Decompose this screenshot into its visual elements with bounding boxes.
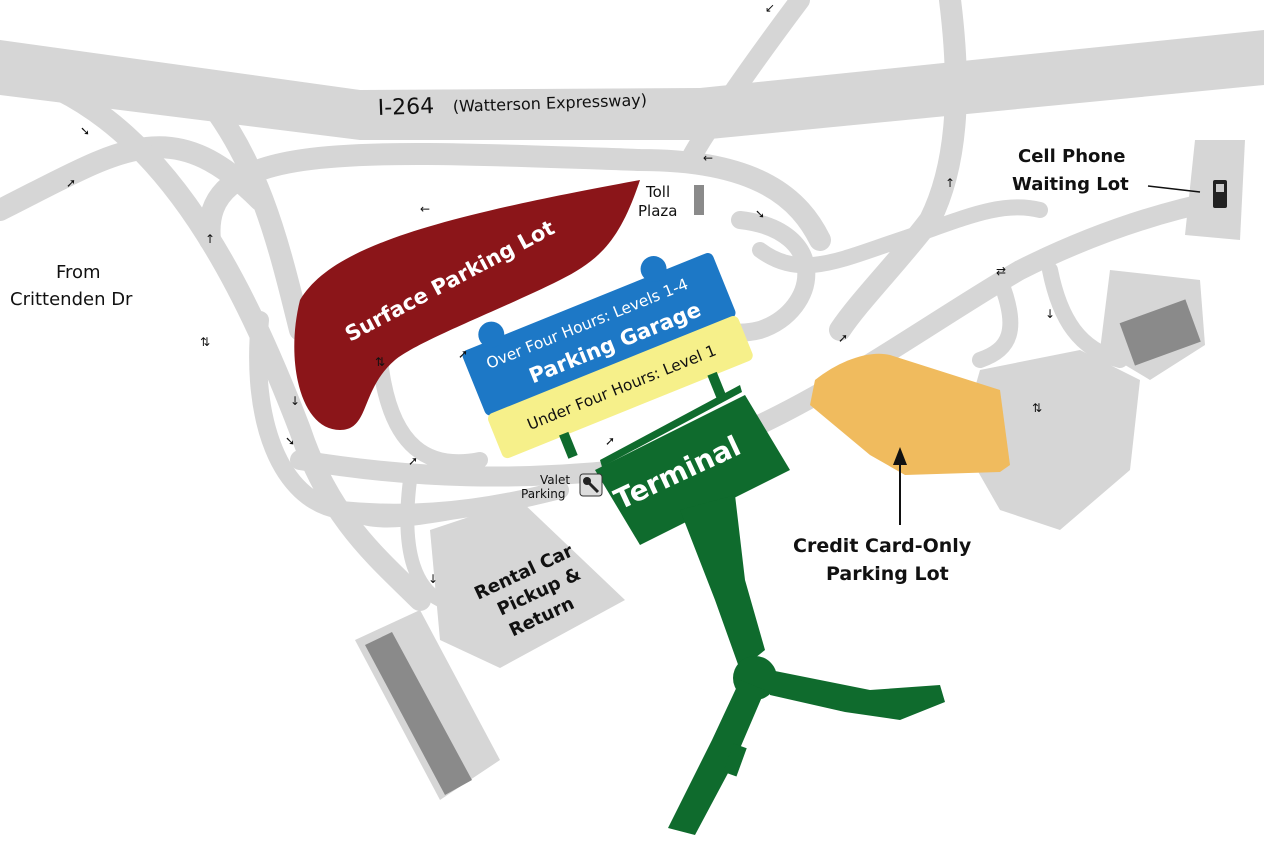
- arrow-icon: ➚: [605, 434, 615, 448]
- arrow-icon: ↓: [290, 394, 300, 408]
- east-apron: [960, 350, 1140, 530]
- highway-name: I-264: [377, 94, 434, 121]
- surface-parking-lot: [294, 180, 640, 430]
- arrow-icon: ↑: [945, 176, 955, 190]
- arrow-icon: ↓: [1045, 307, 1055, 321]
- arrow-icon: ➚: [408, 454, 418, 468]
- toll-plaza-line1: Toll: [645, 183, 670, 201]
- toll-plaza-line2: Plaza: [638, 202, 677, 220]
- arrow-icon: ➘: [80, 124, 90, 138]
- credit-card-only-lot: [810, 353, 1010, 475]
- arrow-icon: ↓: [428, 572, 438, 586]
- arrow-icon: ←: [703, 151, 713, 165]
- from-label-line1: From: [56, 262, 101, 283]
- key-icon: [579, 473, 603, 497]
- arrow-icon: ⇅: [1032, 401, 1042, 415]
- arrow-icon: ➘: [755, 207, 765, 221]
- valet-line2: Parking: [521, 487, 566, 501]
- south-building: [365, 632, 472, 795]
- credit-card-lot-arrowhead: [893, 447, 907, 465]
- arrow-icon: ↑: [205, 232, 215, 246]
- arrow-icon: ➚: [66, 176, 76, 190]
- cell-phone-lot-line2: Waiting Lot: [1012, 174, 1129, 195]
- toll-booth: [694, 185, 704, 215]
- arrow-icon: ➘: [285, 434, 295, 448]
- from-label-line2: Crittenden Dr: [10, 289, 133, 310]
- parking-garage: Over Four Hours: Levels 1-4 Parking Gara…: [462, 253, 753, 459]
- arrow-icon: ⇄: [996, 264, 1006, 278]
- cell-phone-pointer: [1147, 185, 1201, 193]
- arrow-icon: ⇅: [200, 335, 210, 349]
- valet-line1: Valet: [540, 473, 570, 487]
- highway-i264: [0, 30, 1264, 140]
- credit-card-lot-line1: Credit Card-Only: [793, 535, 972, 557]
- rental-car-lot: [430, 500, 625, 668]
- cell-phone-lot-line1: Cell Phone: [1018, 146, 1125, 167]
- arrow-icon: ➚: [838, 331, 848, 345]
- direction-arrows: ➘ ➚ ↑ ← ← ➘ ↑ ↙ ⇅ ↓ ➘ ⇅ ➚ ➚ ➚ ➚ ⇄ ↓ ⇅ ↓: [66, 1, 1055, 586]
- credit-card-lot-line2: Parking Lot: [826, 563, 949, 585]
- phone-icon: [1213, 180, 1227, 208]
- arrow-icon: ←: [420, 202, 430, 216]
- terminal: [595, 385, 945, 835]
- arrow-icon: ➚: [458, 347, 468, 361]
- service-building: [1119, 299, 1201, 366]
- arrow-icon: ⇅: [375, 355, 385, 369]
- roads: [0, 0, 1230, 611]
- arrow-icon: ↙: [765, 1, 775, 15]
